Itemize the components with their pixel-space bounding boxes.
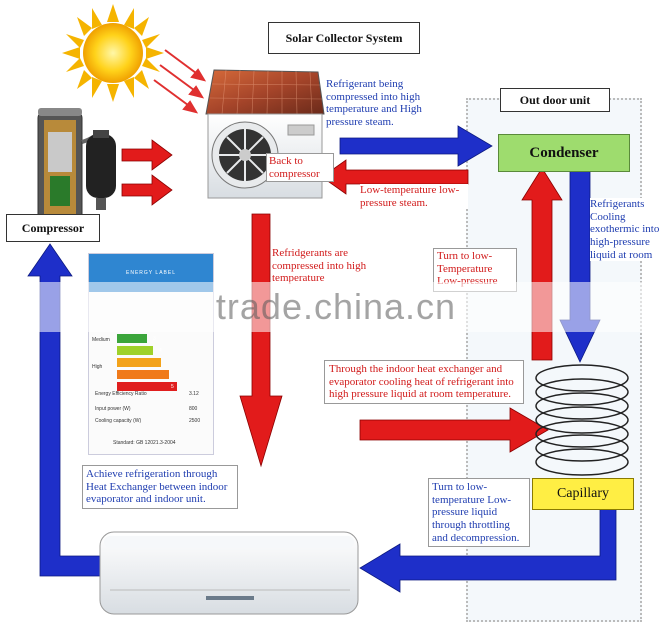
standard-text: Standard: GB 12021.3-2004 xyxy=(113,440,176,446)
label-indoor-heat-exchanger: Through the indoor heat exchanger and ev… xyxy=(324,360,524,404)
arrow-to-condenser xyxy=(339,125,493,167)
cooling-capacity-label: Cooling capacity (W) xyxy=(95,418,142,424)
compressor-icon xyxy=(37,108,116,223)
page-title: Solar Collector System xyxy=(268,22,420,54)
energy-bar-5 xyxy=(117,382,177,391)
energy-row-medium: Medium xyxy=(92,337,110,343)
watermark: trade.china.cn xyxy=(0,282,672,332)
energy-bar-1 xyxy=(117,334,147,343)
eer-value: 3.12 xyxy=(189,391,199,397)
arrow-red-down xyxy=(239,213,283,468)
indoor-unit xyxy=(99,531,359,615)
energy-label-title: ENERGY LABEL xyxy=(126,270,176,276)
energy-row-value-2: 4 xyxy=(159,348,162,354)
eer-label: Energy Efficiency Ratio xyxy=(95,391,147,397)
compressor-red-arrows xyxy=(121,139,173,206)
label-refridgerants-compressed: Refridgerants are compressed into high t… xyxy=(272,247,368,287)
compressor-box: Compressor xyxy=(6,214,100,242)
sun-icon xyxy=(62,4,164,102)
condenser-box: Condenser xyxy=(498,134,630,172)
cooling-capacity-value: 2500 xyxy=(189,418,201,424)
capillary-coil-icon xyxy=(535,364,629,476)
label-achieve-refrigeration: Achieve refrigeration through Heat Excha… xyxy=(82,465,238,509)
arrow-red-right xyxy=(359,407,549,453)
label-turn-to-low-lower: Turn to low-temperature Low-pressure liq… xyxy=(428,478,530,548)
label-refrigerant-compressed: Refrigerant being compressed into high t… xyxy=(326,78,448,129)
energy-bar-2 xyxy=(117,346,153,355)
energy-row-value-1: 3 xyxy=(153,336,156,342)
energy-row-value-3: 5 xyxy=(171,384,174,390)
label-back-to-compressor: Back to compressor xyxy=(266,153,334,183)
input-power-value: 800 xyxy=(189,406,198,412)
sun-rays xyxy=(153,49,207,114)
capillary-box: Capillary xyxy=(532,478,634,510)
energy-row-high: High xyxy=(92,364,103,370)
label-low-temp-steam: Low-temperature low-pressure steam. xyxy=(360,184,468,210)
energy-bar-3 xyxy=(117,358,161,367)
label-refrigerants-cooling: Refrigerants Cooling exothermic into hig… xyxy=(590,198,672,262)
arrow-blue-return xyxy=(359,503,617,593)
input-power-label: Input power (W) xyxy=(95,406,131,412)
outdoor-unit-label: Out door unit xyxy=(500,88,610,112)
energy-bar-4 xyxy=(117,370,169,379)
